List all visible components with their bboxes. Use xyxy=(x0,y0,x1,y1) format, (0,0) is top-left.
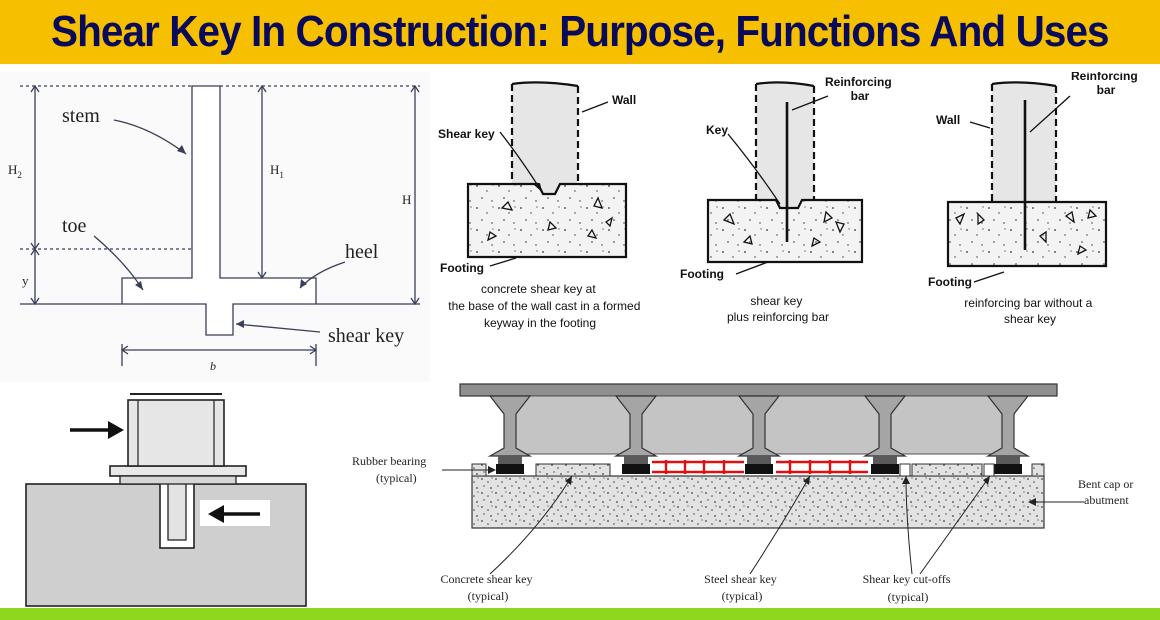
svg-text:concrete shear key at the: concrete shear key at the base of the wa… xyxy=(448,282,643,330)
key-label: Key xyxy=(706,123,728,137)
reinforcing-label: Reinforcing xyxy=(825,75,892,89)
bar-label: bar xyxy=(851,89,870,103)
wall-label: Wall xyxy=(936,113,960,127)
toe-label: toe xyxy=(62,215,87,237)
h2-label: H xyxy=(8,162,17,177)
svg-text:Concrete shear key (typica: Concrete shear key (typical) xyxy=(441,572,536,603)
rubber-bearing-label: Rubber bearing xyxy=(352,454,426,468)
bridge-shear-key-diagram: Rubber bearing (typical) Bent cap or abu… xyxy=(352,383,1133,604)
rubber-bearing-sub: (typical) xyxy=(376,471,417,485)
svg-text:reinforcing bar without a: reinforcing bar without a shear key xyxy=(964,296,1095,326)
stem-label: stem xyxy=(62,105,100,127)
steel-key-label: Steel shear key xyxy=(704,572,777,586)
concrete-key-sub: (typical) xyxy=(468,589,509,603)
accent-bar xyxy=(0,608,1160,620)
caption-line: reinforcing bar without a xyxy=(964,296,1092,310)
bent-cap-sub: abutment xyxy=(1084,493,1129,507)
footing-label: Footing xyxy=(440,261,484,275)
concrete-key-label: Concrete shear key xyxy=(441,572,533,586)
caption-line: the base of the wall cast in a formed xyxy=(448,299,640,313)
h-label: H xyxy=(402,192,411,207)
caption-line: plus reinforcing bar xyxy=(727,310,829,324)
base-plate-shear-key-diagram xyxy=(24,388,308,608)
h1-label: H xyxy=(270,162,279,177)
heel-label: heel xyxy=(345,241,379,263)
retaining-wall-diagram: stem toe heel shear key H2 H1 H y b xyxy=(0,72,430,382)
b-label: b xyxy=(210,359,216,373)
bar-label: bar xyxy=(1097,83,1116,97)
svg-text:H1: H1 xyxy=(270,162,284,180)
cutoffs-sub: (typical) xyxy=(888,590,929,604)
caption-line: shear key xyxy=(750,294,802,308)
svg-text:Shear key cut-offs (typica: Shear key cut-offs (typical) xyxy=(863,572,954,604)
h1-subscript: 1 xyxy=(279,170,284,180)
page-title: Shear Key In Construction: Purpose, Func… xyxy=(51,7,1110,56)
wall-detail-bar-no-key: Reinforcing bar Wall Footing reinforcing… xyxy=(928,72,1141,326)
svg-text:shear key plus reinforcing: shear key plus reinforcing bar xyxy=(727,294,829,324)
caption-line: shear key xyxy=(1004,312,1056,326)
steel-key-sub: (typical) xyxy=(722,589,763,603)
wall-detail-concrete-key: Wall Shear key Footing concrete shear ke… xyxy=(438,81,643,330)
wall-detail-key-with-bar: Reinforcing bar Key Footing shear key pl… xyxy=(680,75,895,324)
svg-text:Steel shear key (typical): Steel shear key (typical) xyxy=(704,572,780,603)
reinforcing-label: Reinforcing xyxy=(1071,72,1138,83)
svg-text:Reinforcing bar: Reinforcing bar xyxy=(1071,72,1141,97)
bent-cap-label: Bent cap or xyxy=(1078,477,1133,491)
footing-label: Footing xyxy=(928,275,972,289)
caption-line: concrete shear key at xyxy=(481,282,596,296)
shear-key-label: Shear key xyxy=(438,127,495,141)
wall-label: Wall xyxy=(612,93,636,107)
y-label: y xyxy=(22,273,29,288)
cutoffs-label: Shear key cut-offs xyxy=(863,572,951,586)
svg-text:Reinforcing bar: Reinforcing bar xyxy=(825,75,895,103)
h2-subscript: 2 xyxy=(17,170,22,180)
footing-label: Footing xyxy=(680,267,724,281)
title-banner: Shear Key In Construction: Purpose, Func… xyxy=(0,0,1160,64)
svg-text:H2: H2 xyxy=(8,162,22,180)
caption-line: keyway in the footing xyxy=(484,316,596,330)
shear-key-label: shear key xyxy=(328,325,404,347)
